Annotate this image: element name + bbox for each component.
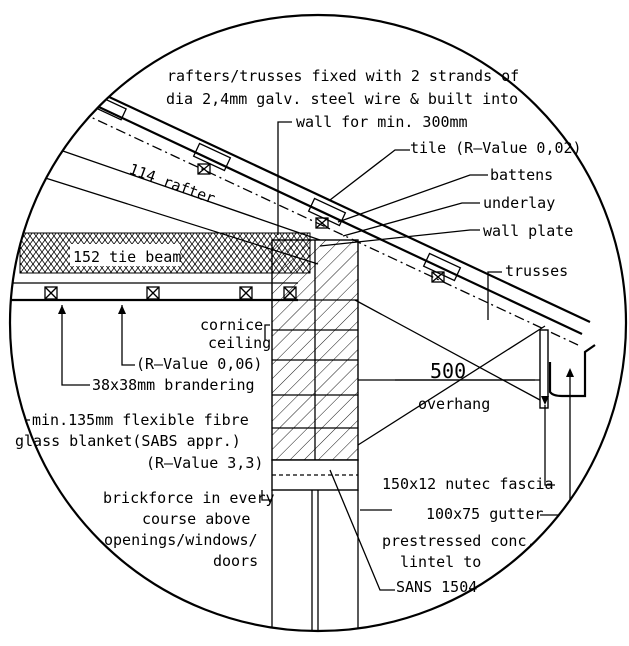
ceiling-rvalue-label: (R–Value 0,06) — [136, 355, 262, 373]
rafter-label: 114 rafter — [127, 160, 218, 208]
blanket-label-line-1: min.135mm flexible fibre — [32, 411, 249, 429]
battens-label: battens — [490, 166, 553, 184]
brick-wall — [271, 239, 359, 461]
tile-label: tile (R–Value 0,02) — [410, 139, 582, 157]
ceiling-label: ceiling — [208, 334, 271, 352]
overhang-label: overhang — [418, 395, 490, 413]
arrowheads — [58, 305, 574, 405]
lintel-label-line-2: lintel to — [400, 553, 481, 571]
brandering-label: 38x38mm brandering — [92, 376, 255, 394]
leader-lines — [19, 121, 571, 591]
wire-fixing-note-line-2: dia 2,4mm galv. steel wire & built into — [166, 90, 518, 108]
cornice-label: cornice — [200, 316, 263, 334]
wire-fixing-note-line-1: rafters/trusses fixed with 2 strands of — [167, 67, 519, 85]
gutter — [548, 344, 596, 398]
brickforce-label-line-3: openings/windows/ — [104, 531, 258, 549]
overhang-dimension: 500 — [430, 359, 466, 383]
ceiling — [10, 282, 298, 302]
brickforce-label-line-2: course above — [142, 510, 250, 528]
blanket-rvalue-label: (R–Value 3,3) — [146, 454, 263, 472]
wire-fixing-note-line-3: wall for min. 300mm — [296, 113, 468, 131]
underlay-label: underlay — [483, 194, 555, 212]
tie-beam-label: 152 tie beam — [73, 248, 181, 266]
window-frame — [271, 490, 359, 631]
fascia-board — [539, 329, 549, 409]
blanket-label-line-2: glass blanket(SABS appr.) — [15, 432, 241, 450]
lintel — [271, 459, 359, 491]
fascia-label: 150x12 nutec fascia — [382, 475, 554, 493]
lintel-label-line-1: prestressed conc. — [382, 532, 536, 550]
gutter-label: 100x75 gutter — [426, 505, 543, 523]
wall-plate-label: wall plate — [483, 222, 573, 240]
brickforce-label-line-1: brickforce in every — [103, 489, 275, 507]
battens — [197, 163, 445, 283]
brickforce-label-line-4: doors — [213, 552, 258, 570]
lintel-label-line-3: SANS 1504 — [396, 578, 477, 596]
trusses-label: trusses — [505, 262, 568, 280]
